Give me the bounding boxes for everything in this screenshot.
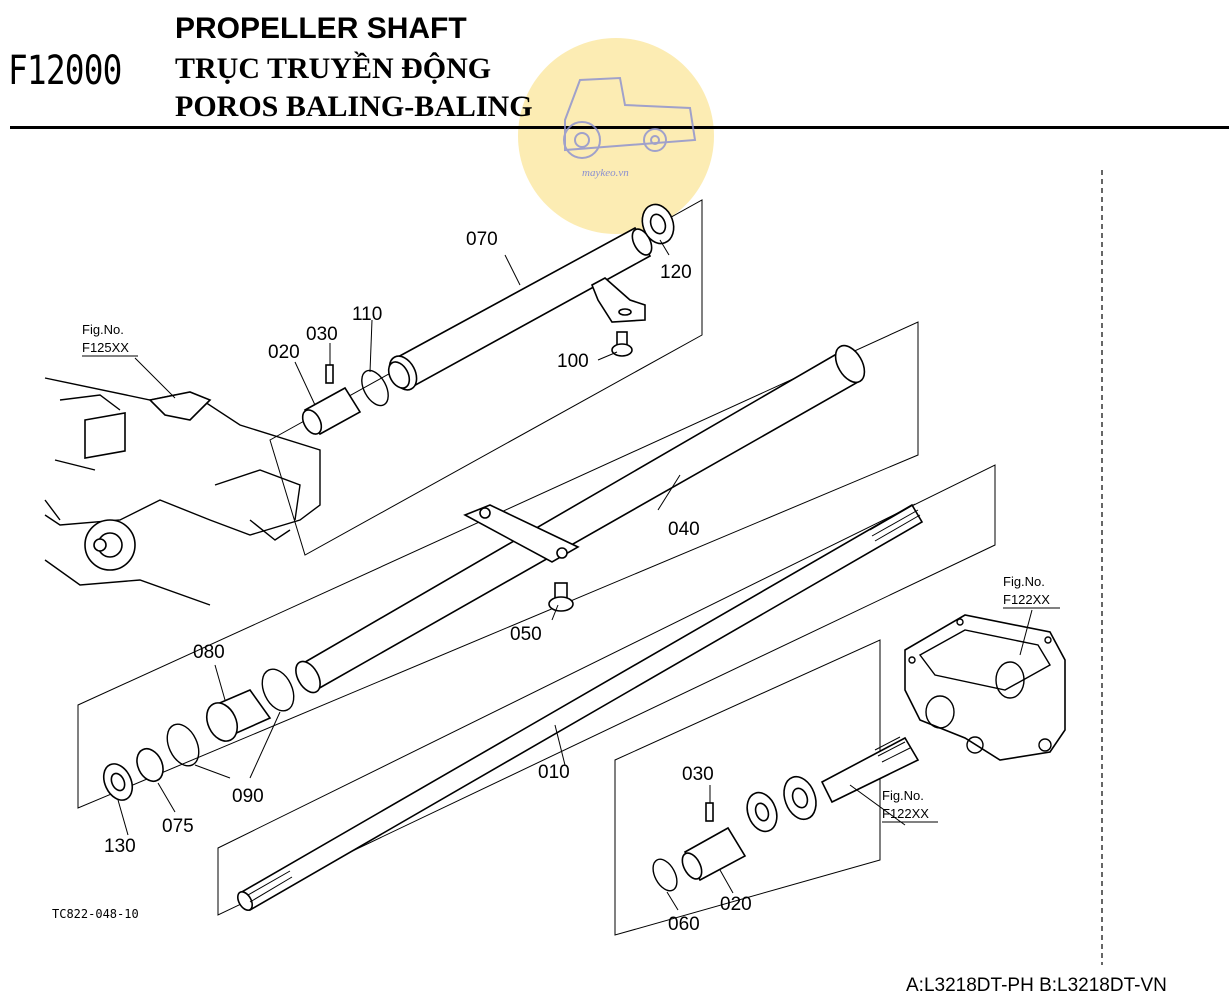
drawing-reference: TC822-048-10 [52, 907, 139, 921]
part-030-pin-lower [705, 802, 714, 822]
fig-ref-label: Fig.No. [1003, 574, 1045, 589]
fig-ref-code: F125XX [82, 340, 129, 355]
part-label-020: 020 [268, 342, 300, 363]
part-label-030: 030 [682, 764, 714, 785]
part-110-oring [361, 369, 389, 407]
group-outline-010 [217, 464, 996, 916]
watermark-text: maykeo.vn [582, 167, 629, 179]
leader-lines [117, 239, 1033, 911]
title-english: PROPELLER SHAFT [175, 12, 467, 45]
part-label-030: 030 [306, 324, 338, 345]
part-label-070: 070 [466, 229, 498, 250]
part-label-050: 050 [510, 624, 542, 645]
part-075-seal [136, 747, 164, 783]
part-label-060: 060 [668, 914, 700, 935]
group-outline-040 [77, 321, 919, 809]
group-outline-020b [614, 639, 881, 936]
part-030-pin-upper [325, 364, 334, 384]
part-label-040: 040 [668, 519, 700, 540]
part-090-clamp-1 [261, 668, 295, 712]
section-code: F12000 [8, 48, 122, 94]
part-label-075: 075 [162, 816, 194, 837]
part-080-boot [205, 689, 272, 742]
part-070-tube [387, 226, 653, 391]
part-label-130: 130 [104, 836, 136, 857]
part-label-090: 090 [232, 786, 264, 807]
title-vietnamese: TRỤC TRUYỀN ĐỘNG [175, 52, 492, 85]
part-020-coupling-upper [301, 386, 362, 436]
part-label-010: 010 [538, 762, 570, 783]
tractor-icon [563, 76, 697, 159]
part-050-bolt [548, 582, 574, 612]
front-axle-housing [44, 377, 321, 606]
watermark-circle [518, 38, 714, 234]
header-rule [10, 126, 1229, 129]
part-label-100: 100 [557, 351, 589, 372]
model-applicability: A:L3218DT-PH B:L3218DT-VN [906, 975, 1167, 996]
fig-ref-code: F122XX [882, 806, 929, 821]
part-label-120: 120 [660, 262, 692, 283]
part-040-shaft-tube [295, 344, 866, 694]
part-label-080: 080 [193, 642, 225, 663]
part-060-oring [652, 858, 678, 892]
part-label-110: 110 [352, 304, 382, 325]
fig-ref-code: F122XX [1003, 592, 1050, 607]
part-120-bearing [641, 203, 675, 245]
part-010-shaft [236, 503, 924, 912]
title-malay: POROS BALING-BALING [175, 90, 533, 123]
part-label-020: 020 [720, 894, 752, 915]
gearbox-housing [904, 614, 1066, 761]
part-090-clamp-2 [166, 723, 200, 767]
part-100-bolt [611, 331, 633, 357]
lower-bearings [746, 775, 817, 833]
fig-ref-label: Fig.No. [82, 322, 124, 337]
lower-input-shaft [820, 736, 920, 804]
part-130-bushing [102, 763, 134, 801]
part-020-coupling-lower [681, 826, 747, 882]
fig-ref-label: Fig.No. [882, 788, 924, 803]
